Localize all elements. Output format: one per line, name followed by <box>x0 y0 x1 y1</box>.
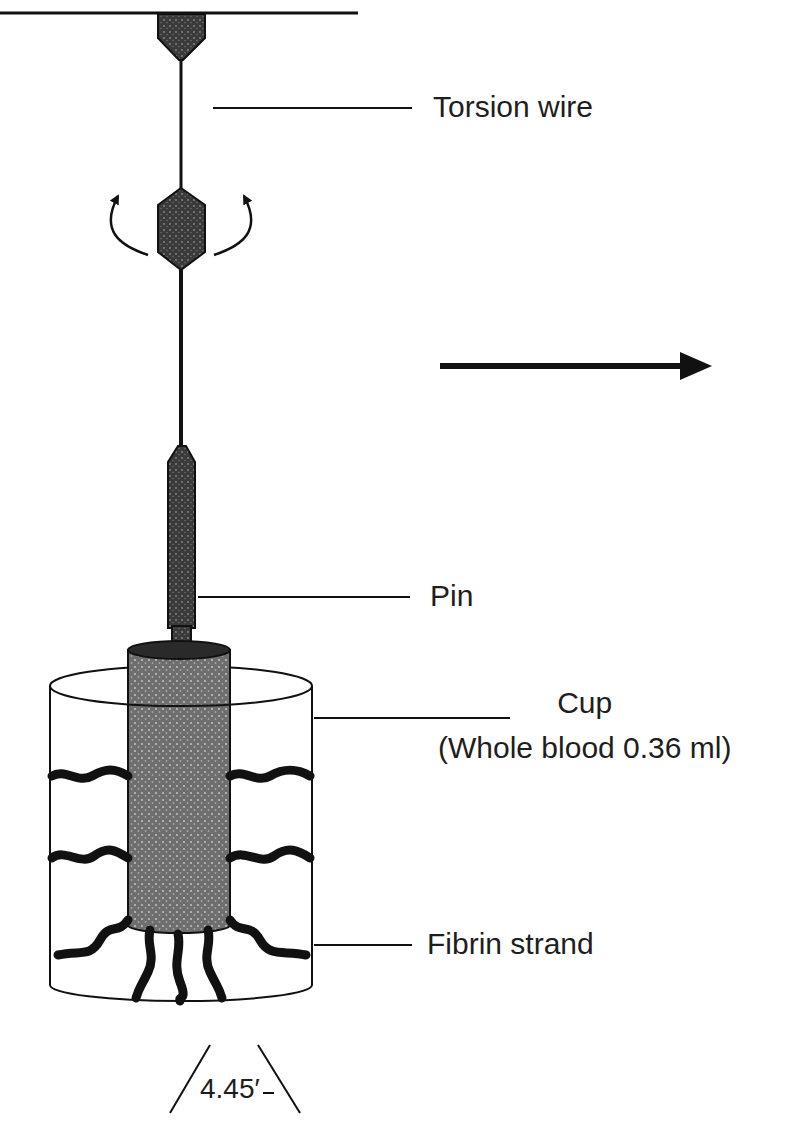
cup-wall <box>49 686 51 985</box>
angle-label: 4.45′ <box>200 1073 260 1105</box>
part-label: Torsion wire <box>433 90 593 125</box>
part-label: Pin <box>430 579 473 614</box>
torsion-wire <box>180 60 183 190</box>
leader-line <box>314 944 412 946</box>
wire-mount <box>158 14 205 60</box>
piston-cylinder <box>128 650 230 933</box>
cup-bottom <box>50 985 312 1001</box>
fibrin-strands <box>52 770 310 1001</box>
part-label: Cup <box>557 686 612 721</box>
angle-line <box>258 1045 300 1113</box>
hexagon-mass <box>158 188 205 270</box>
pin-body <box>168 446 195 628</box>
motion-arrowhead <box>680 352 712 380</box>
rotation-arrow <box>111 196 148 255</box>
leader-line <box>314 717 510 719</box>
part-label: (Whole blood 0.36 ml) <box>438 731 731 766</box>
cup-wall <box>311 686 313 985</box>
pin-shaft <box>179 270 183 448</box>
part-label: Fibrin strand <box>427 927 594 962</box>
cup-rim-front <box>50 686 312 706</box>
rotation-arrow <box>214 196 251 255</box>
leader-line <box>198 596 410 598</box>
leader-line <box>213 107 412 109</box>
motion-arrow <box>440 363 690 369</box>
piston-top <box>128 641 230 659</box>
angle-line <box>263 1092 274 1094</box>
